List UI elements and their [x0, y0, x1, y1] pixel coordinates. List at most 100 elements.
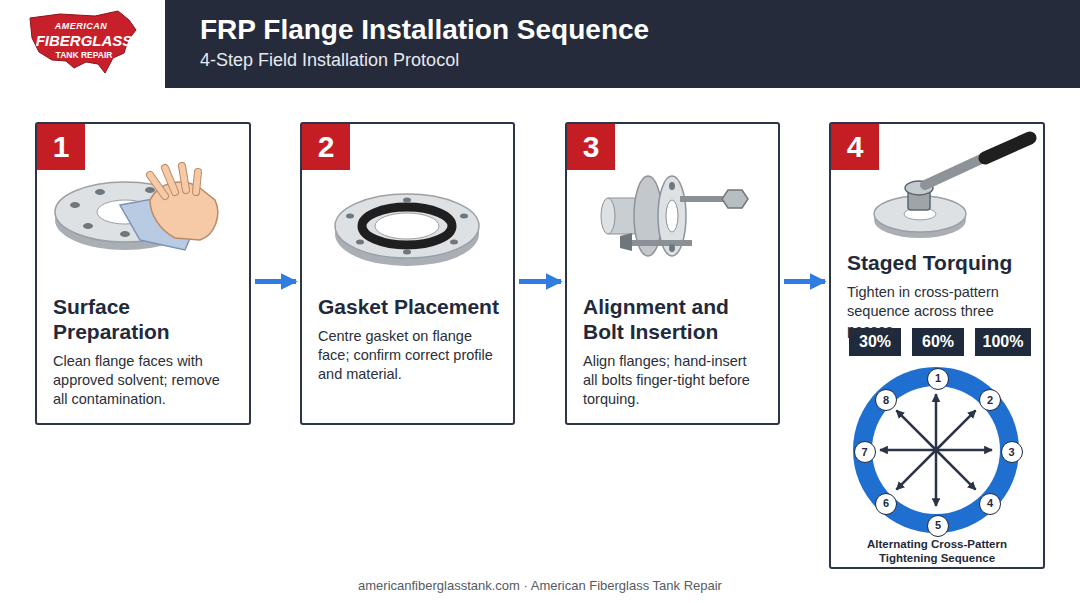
bolt-ring	[872, 386, 1000, 514]
torque-pass-chip-text: 30%	[859, 332, 891, 351]
flange-alignment-illustration	[722, 190, 748, 208]
flange-alignment-illustration	[601, 198, 615, 234]
bolt-ring	[936, 410, 976, 450]
logo-text: AMERICAN	[36, 21, 126, 31]
gasket-illustration	[356, 240, 364, 245]
flow-arrow	[255, 279, 296, 284]
logo-text: FIBERGLASS	[30, 32, 138, 49]
bolt-number-circle-text: 1	[935, 373, 941, 384]
flange-cleaning-illustration	[150, 166, 198, 196]
bolt-number-circle: 4	[979, 493, 1001, 515]
step-card: Alignment and Bolt InsertionAlign flange…	[565, 122, 780, 425]
bolt-ring	[896, 410, 936, 450]
card-text-area: Surface PreparationClean flange faces wi…	[53, 294, 235, 409]
step-card: Surface PreparationClean flange faces wi…	[35, 122, 251, 425]
page-title: FRP Flange Installation Sequence	[200, 14, 1060, 46]
bolt-ring	[896, 450, 936, 490]
step-number-badge-text: 2	[318, 129, 335, 165]
flange-alignment-illustration	[666, 200, 678, 232]
torque-pass-chip: 60%	[912, 328, 964, 356]
gasket-illustration	[335, 194, 479, 258]
card-text-area: Staged TorquingTighten in cross-pattern …	[847, 250, 1029, 340]
step-card: Staged TorquingTighten in cross-pattern …	[829, 122, 1045, 569]
torque-pass-chip-text: 100%	[983, 332, 1024, 351]
bolt-number-circle-text: 4	[987, 498, 993, 509]
step-number-badge: 2	[302, 124, 350, 170]
step-heading: Alignment and Bolt Insertion	[583, 294, 764, 344]
bolt-number-circle: 5	[927, 515, 949, 537]
bolt-number-circle: 2	[979, 389, 1001, 411]
gasket-illustration	[375, 213, 439, 239]
bolt-number-circle: 6	[875, 493, 897, 515]
header-band	[0, 0, 1080, 88]
step-heading: Surface Preparation	[53, 294, 235, 344]
flange-cleaning-illustration	[95, 189, 105, 195]
bolt-number-circle-text: 6	[883, 498, 889, 509]
step-card: Gasket PlacementCentre gasket on flange …	[300, 122, 515, 425]
bolt-number-circle-text: 2	[987, 395, 993, 406]
bolt-number-circle: 8	[875, 389, 897, 411]
flange-alignment-illustration	[669, 244, 675, 252]
subtitle: 4-Step Field Installation Protocol	[200, 50, 800, 71]
flange-alignment-illustration	[601, 176, 748, 256]
gasket-illustration	[403, 198, 411, 203]
step-description: Align flanges; hand-insert all bolts fin…	[583, 352, 764, 409]
bolt-ring	[936, 449, 992, 452]
step-number-badge: 4	[831, 124, 879, 170]
step-heading: Gasket Placement	[318, 294, 499, 319]
bolt-number-circle: 1	[927, 368, 949, 390]
card-text-area: Gasket PlacementCentre gasket on flange …	[318, 294, 499, 384]
bolt-number-circle: 7	[854, 441, 876, 463]
flange-cleaning-illustration	[83, 223, 93, 229]
bolt-ring	[935, 394, 938, 450]
flange-cleaning-illustration	[150, 166, 198, 196]
bolt-ring	[880, 449, 936, 452]
flow-arrow	[784, 279, 825, 284]
gasket-illustration	[362, 207, 452, 245]
diagram-caption: Alternating Cross-Pattern Tightening Seq…	[839, 538, 1035, 566]
bolt-ring	[853, 367, 1019, 533]
bolt-number-circle-text: 8	[883, 395, 889, 406]
bolt-ring	[853, 367, 1019, 533]
flow-arrow	[519, 279, 561, 284]
flange-cleaning-illustration	[120, 231, 130, 237]
step-description: Centre gasket on flange face; confirm co…	[318, 327, 499, 384]
flange-cleaning-illustration	[70, 202, 80, 208]
bolt-ring	[936, 450, 976, 490]
gasket-illustration	[450, 240, 458, 245]
bolt-number-circle-text: 7	[861, 447, 867, 458]
bolt-number-circle-text: 5	[935, 520, 941, 531]
step-number-badge-text: 1	[53, 129, 70, 165]
gasket-illustration	[460, 214, 468, 219]
bolt-ring	[935, 450, 938, 506]
header-band	[0, 0, 1080, 88]
step-number-badge: 1	[37, 124, 85, 170]
torque-wrench-illustration	[874, 138, 1030, 238]
torque-pass-chip-text: 60%	[922, 332, 954, 351]
footer-caption: americanfiberglasstank.com · American Fi…	[0, 578, 1080, 593]
logo-text: TANK REPAIR	[44, 50, 124, 60]
step-description: Tighten in cross-pattern sequence across…	[847, 283, 1029, 340]
torque-wrench-illustration	[985, 138, 1030, 158]
bolt-number-circle-text: 3	[1008, 447, 1014, 458]
gasket-illustration	[403, 250, 411, 255]
torque-pass-chip: 100%	[975, 328, 1031, 356]
gasket-illustration	[335, 194, 479, 266]
gasket-illustration	[346, 214, 354, 219]
flange-cleaning-illustration	[145, 187, 155, 193]
flange-alignment-illustration	[620, 233, 632, 251]
flange-cleaning-illustration	[55, 166, 218, 250]
bolt-number-circle: 3	[1001, 441, 1023, 463]
step-description: Clean flange faces with approved solvent…	[53, 352, 235, 409]
header-band	[0, 0, 165, 88]
flange-alignment-illustration	[632, 240, 692, 246]
step-number-badge-text: 4	[847, 129, 864, 165]
flange-alignment-illustration	[669, 182, 675, 190]
step-number-badge: 3	[567, 124, 615, 170]
card-text-area: Alignment and Bolt InsertionAlign flange…	[583, 294, 764, 409]
step-number-badge-text: 3	[583, 129, 600, 165]
step-heading: Staged Torquing	[847, 250, 1029, 275]
